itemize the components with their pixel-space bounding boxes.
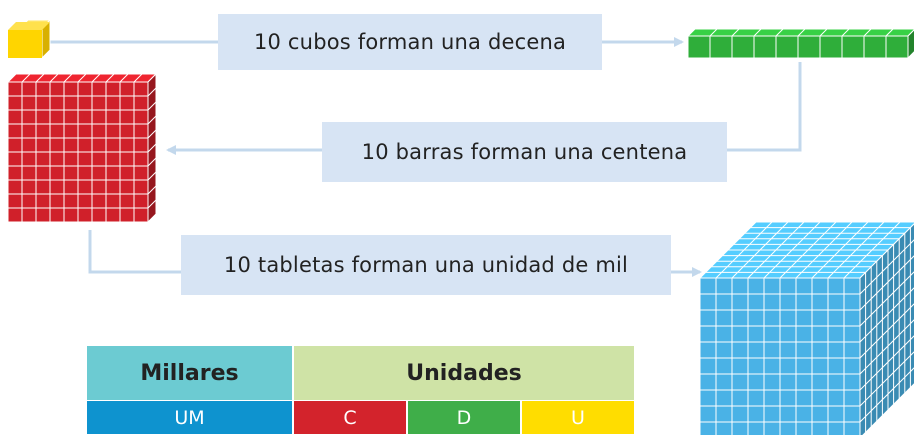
label-decena: 10 cubos forman una decena <box>218 14 602 70</box>
label-centena: 10 barras forman una centena <box>322 122 727 182</box>
hundred-flat-icon <box>6 72 158 224</box>
ten-bar-icon <box>686 28 914 60</box>
column-c: C <box>294 401 406 434</box>
column-d: D <box>408 401 520 434</box>
header-millares: Millares <box>87 346 292 400</box>
thousand-block-icon <box>698 221 914 435</box>
column-u: U <box>522 401 634 434</box>
header-unidades: Unidades <box>294 346 634 400</box>
label-unidad-de-mil: 10 tabletas forman una unidad de mil <box>181 235 671 295</box>
unit-cube-icon <box>8 18 52 60</box>
column-um: UM <box>87 401 292 434</box>
